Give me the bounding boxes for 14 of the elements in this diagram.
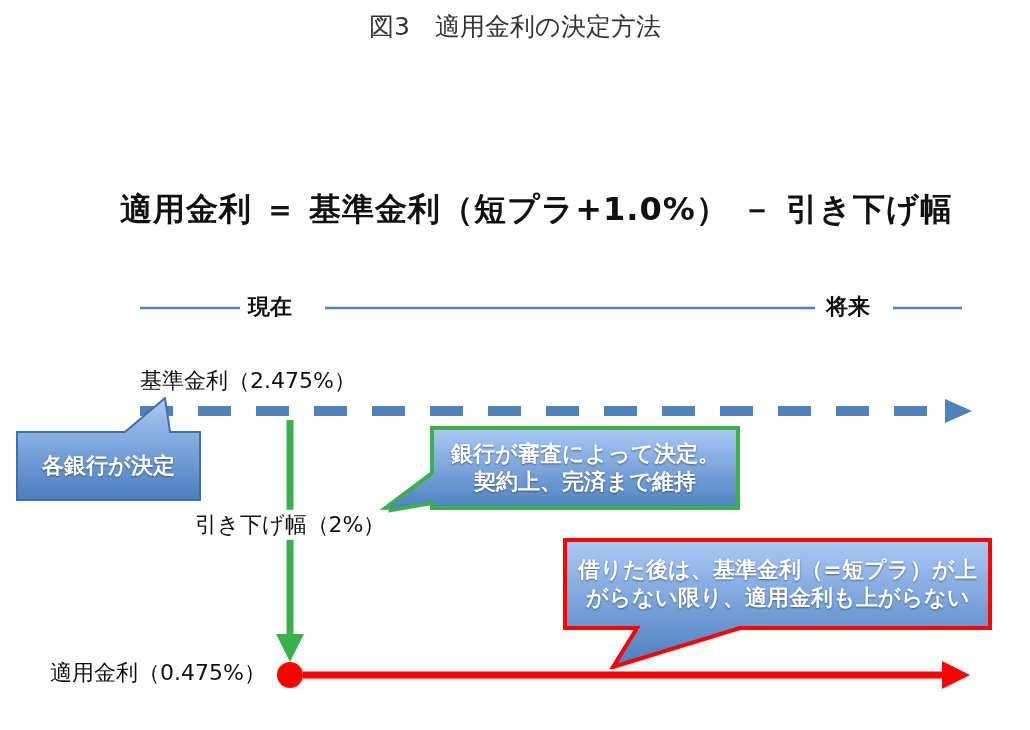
rate-label: 適用金利（0.475%） — [50, 660, 266, 687]
timeline-label: 将来 — [826, 294, 870, 321]
timeline-label: 現在 — [248, 294, 292, 321]
rate-label: 基準金利（2.475%） — [140, 368, 356, 395]
callout-text: 銀行が審査によって決定。契約上、完済まで維持 — [449, 439, 721, 496]
callout-text: 各銀行が決定 — [42, 451, 175, 480]
callout-text: 借りた後は、基準金利（=短プラ）が上がらない限り、適用金利も上がらない — [577, 555, 978, 612]
title: 図3 適用金利の決定方法 — [369, 12, 661, 41]
speech-bubble — [16, 397, 201, 501]
arrow — [303, 661, 970, 689]
start-dot — [277, 662, 303, 688]
speech-bubble — [378, 426, 740, 514]
speech-bubble — [563, 538, 992, 669]
formula-text: 適用金利 ＝ 基準金利（短プラ+1.0%） － 引き下げ幅 — [120, 190, 954, 229]
